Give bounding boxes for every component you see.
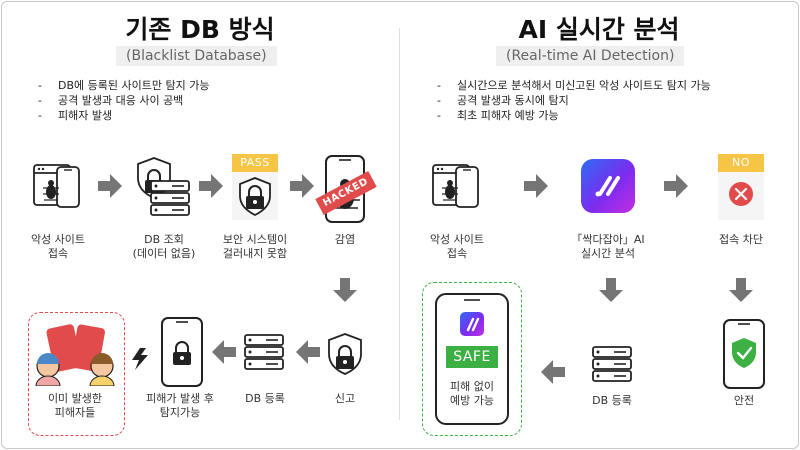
db-lookup-icon xyxy=(137,157,190,216)
victims-box xyxy=(28,312,125,436)
phone-lock-icon xyxy=(161,317,203,387)
arrow-down-icon xyxy=(729,278,753,302)
report-shield-icon xyxy=(328,333,362,375)
block-icon xyxy=(718,172,764,220)
block-label: 접속 차단 xyxy=(719,233,763,246)
db-register-icon xyxy=(592,346,632,382)
victims-icon xyxy=(35,324,115,386)
right-bullet: 실시간으로 분석해서 미신고된 악성 사이트도 탐지 가능 xyxy=(437,78,711,93)
right-subtitle: (Real-time AI Detection) xyxy=(496,46,685,66)
safe-shield-phone-icon xyxy=(723,319,765,389)
db-register-icon xyxy=(244,334,284,370)
arrow-left-icon xyxy=(541,360,565,384)
right-bullet: 공격 발생과 동시에 탐지 xyxy=(437,93,711,108)
arrow-right-icon xyxy=(199,174,223,198)
infection-label: 감염 xyxy=(334,233,356,246)
arrow-right-icon xyxy=(290,174,314,198)
left-bullets: DB에 등록된 사이트만 탐지 가능 공격 발생과 대응 사이 공백 피해자 발… xyxy=(38,78,209,123)
arrow-left-icon xyxy=(212,340,236,364)
malicious-site-icon xyxy=(432,164,479,208)
no-tag: NO xyxy=(718,154,764,172)
malicious-site-icon xyxy=(33,164,80,208)
left-bullet: 공격 발생과 대응 사이 공백 xyxy=(38,93,209,108)
db-register-label: DB 등록 xyxy=(245,392,285,405)
arrow-right-icon xyxy=(98,174,122,198)
arrow-right-icon xyxy=(664,174,688,198)
lightning-icon xyxy=(132,348,148,370)
pass-tag: PASS xyxy=(232,154,278,172)
db-register-label: DB 등록 xyxy=(592,394,632,407)
center-divider xyxy=(399,28,400,420)
report-label: 신고 xyxy=(334,392,356,405)
arrow-down-icon xyxy=(599,278,623,302)
left-bullet: DB에 등록된 사이트만 탐지 가능 xyxy=(38,78,209,93)
ai-app-icon xyxy=(581,159,635,213)
db-lookup-label: DB 조회(데이터 없음) xyxy=(132,233,196,260)
arrow-right-icon xyxy=(524,174,548,198)
security-shield-icon xyxy=(232,172,278,220)
arrow-left-icon xyxy=(296,340,320,364)
right-title: AI 실시간 분석 xyxy=(518,15,680,44)
safe-label: 안전 xyxy=(733,394,755,407)
arrow-down-icon xyxy=(333,278,357,302)
right-bullets: 실시간으로 분석해서 미신고된 악성 사이트도 탐지 가능 공격 발생과 동시에… xyxy=(437,78,711,123)
safe-tag: SAFE xyxy=(446,346,498,368)
left-bullet: 피해자 발생 xyxy=(38,108,209,123)
left-title: 기존 DB 방식 xyxy=(125,15,275,44)
safe-box xyxy=(422,282,522,436)
left-subtitle: (Blacklist Database) xyxy=(116,46,277,66)
right-bullet: 최초 피해자 예방 가능 xyxy=(437,108,711,123)
